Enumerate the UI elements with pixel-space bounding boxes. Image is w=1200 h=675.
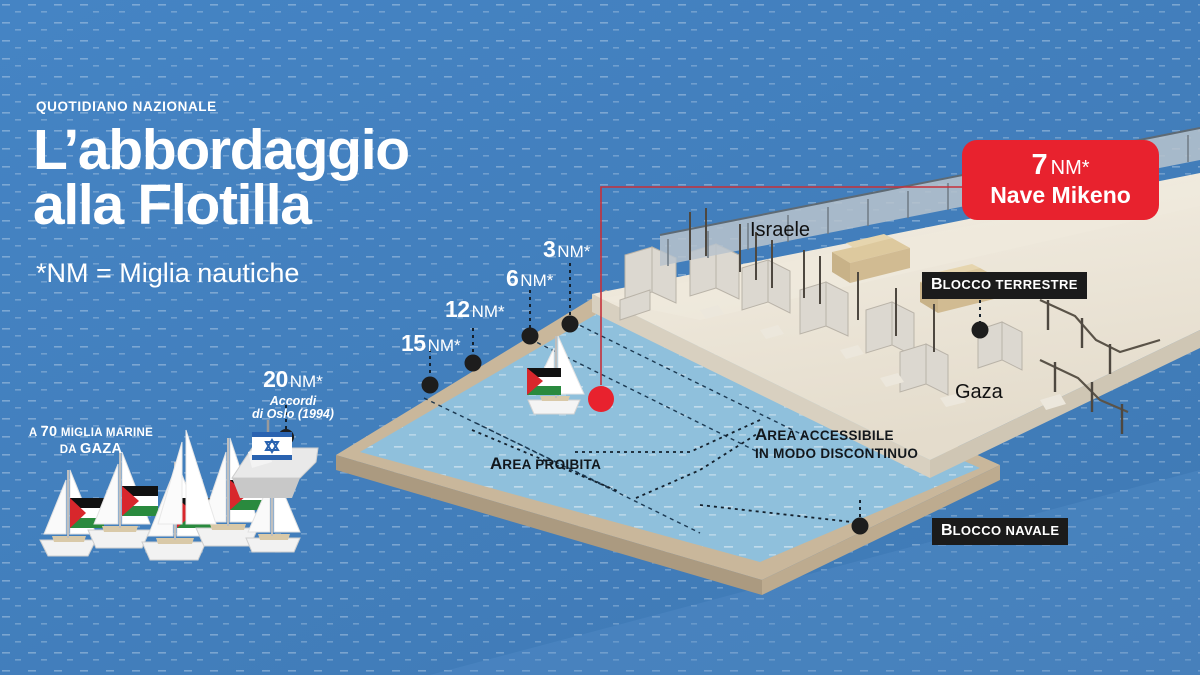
blocco-navale-rest: LOCCO NAVALE	[952, 523, 1060, 538]
badge-blocco-navale: BLOCCO NAVALE	[932, 518, 1069, 545]
far-note-place: GAZA	[80, 441, 123, 458]
distance-unit-15nm: NM*	[427, 336, 461, 355]
mikeno-distance-value: 7	[1031, 149, 1048, 181]
blocco-terrestre-rest: LOCCO TERRESTRE	[942, 277, 1078, 292]
distance-unit-12nm: NM*	[471, 302, 505, 321]
distance-value-20nm: 20	[263, 366, 288, 392]
title-line-2: alla Flotilla	[33, 173, 312, 238]
distance-unit-3nm: NM*	[557, 242, 591, 261]
fence-posts	[1046, 300, 1124, 434]
blocco-terrestre-cap: B	[931, 276, 943, 293]
antenna-poles	[689, 208, 935, 352]
israeli-flag	[252, 432, 292, 460]
area-accessibile-line-1: AREA ACCESSIBILE	[755, 425, 918, 446]
distance-value-3nm: 3	[543, 236, 556, 262]
rubble-debris	[700, 305, 1066, 410]
marker-leader-lines	[285, 263, 981, 520]
badge-blocco-terrestre: BLOCCO TERRESTRE	[922, 272, 1087, 299]
label-area-accessibile: AREA ACCESSIBILE IN MODO DISCONTINUO	[755, 425, 918, 462]
area-label-leaders	[471, 419, 853, 523]
marker-dot-naval-blockade	[851, 517, 869, 535]
marker-dot-land-blockade	[971, 321, 989, 339]
palestinian-flag	[70, 498, 104, 528]
place-label-gaza: Gaza	[955, 381, 1003, 403]
mikeno-position-dot	[588, 386, 614, 412]
land-edge-left	[592, 294, 930, 478]
far-note-line-2: DA GAZA	[18, 441, 164, 458]
mikeno-ship-name: Nave Mikeno	[990, 182, 1131, 208]
label-area-proibita: AREA PROIBITA	[490, 454, 601, 475]
page-subtitle: *NM = Miglia nautiche	[36, 258, 300, 288]
blocco-navale-cap: B	[941, 522, 953, 539]
brand-kicker: QUOTIDIANO NAZIONALE	[36, 99, 217, 114]
plate-side-right	[762, 465, 1000, 595]
mikeno-distance-unit: NM*	[1050, 157, 1090, 179]
oslo-note-line-2: di Oslo (1994)	[252, 407, 334, 421]
marker-dot-12nm	[464, 354, 482, 372]
title-line-1: L’abbordaggio	[33, 118, 410, 182]
marker-dot-3nm	[561, 315, 579, 333]
flotilla-boat-inside-zone	[527, 335, 585, 415]
mikeno-leader-line	[600, 186, 962, 385]
area-proibita-rest: REA PROIBITA	[502, 457, 602, 472]
far-note-number: 70	[40, 424, 58, 440]
area-accessibile-rest: REA ACCESSIBILE	[767, 428, 894, 443]
distance-value-15nm: 15	[401, 330, 426, 356]
distance-value-12nm: 12	[445, 296, 470, 322]
oslo-note-line-1: Accordi	[269, 394, 317, 408]
page-title: L’abbordaggio alla Flotilla	[33, 122, 503, 238]
area-accessibile-cap: A	[755, 425, 768, 444]
marker-dot-6nm	[521, 327, 539, 345]
far-note-prefix: A	[28, 427, 38, 439]
far-note-rest: MIGLIA MARINE	[60, 427, 154, 439]
plate-side-left	[336, 455, 762, 595]
restricted-water-plate	[336, 290, 1000, 595]
area-proibita-cap: A	[490, 454, 503, 473]
far-note-line-1: A 70 MIGLIA MARINE	[18, 424, 164, 441]
far-note-line2-prefix: DA	[59, 444, 77, 457]
palestinian-flag	[527, 368, 561, 395]
marker-dot-15nm	[421, 376, 439, 394]
far-distance-note: A 70 MIGLIA MARINE DA GAZA	[18, 424, 164, 459]
area-accessibile-line-2: IN MODO DISCONTINUO	[755, 445, 919, 461]
palestinian-flag	[122, 486, 158, 516]
distance-unit-6nm: NM*	[520, 271, 554, 290]
inner-fence	[1039, 298, 1161, 414]
distance-value-6nm: 6	[506, 265, 519, 291]
israeli-navy-ship	[231, 420, 319, 498]
distance-unit-20nm: NM*	[289, 372, 323, 391]
restricted-water-foam	[360, 305, 980, 562]
place-label-israele: Israele	[750, 219, 811, 241]
